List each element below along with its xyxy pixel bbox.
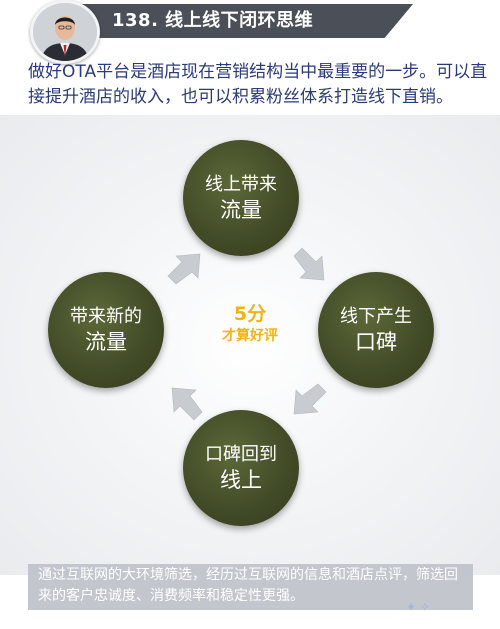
node-line2: 流量 — [220, 197, 262, 222]
node-line1: 口碑回到 — [205, 443, 277, 465]
center-score: 5分 — [233, 303, 267, 325]
cycle-node-online-traffic: 线上带来 流量 — [183, 140, 299, 256]
node-line2: 流量 — [85, 329, 127, 354]
arrow-up-right-icon — [167, 253, 201, 285]
node-line2: 线上 — [220, 467, 262, 492]
center-label: 5分 才算好评 — [200, 302, 300, 346]
cycle-node-reputation-online: 口碑回到 线上 — [183, 410, 299, 526]
cycle-node-new-traffic: 带来新的 流量 — [48, 272, 164, 388]
node-line1: 带来新的 — [70, 305, 142, 327]
page-title: 138. 线上线下闭环思维 — [112, 10, 314, 31]
intro-text: 做好OTA平台是酒店现在营销结构当中最重要的一步。可以直接提升酒店的收入，也可以… — [28, 62, 488, 107]
node-line1: 线上带来 — [205, 173, 277, 195]
footer-text: 通过互联网的大环境筛选，经历过互联网的信息和酒店点评，筛选回来的客户忠诚度、消费… — [38, 567, 458, 604]
center-caption: 才算好评 — [222, 328, 278, 344]
arrow-down-left-icon — [293, 383, 327, 415]
footer-box — [28, 564, 473, 610]
cycle-node-offline-reputation: 线下产生 口碑 — [318, 272, 434, 388]
header-bar — [58, 4, 413, 38]
avatar — [30, 0, 100, 64]
arrow-up-left-icon — [171, 387, 203, 421]
sparkle-icon: ✦ ✧ — [406, 600, 430, 614]
node-line2: 口碑 — [355, 329, 397, 354]
node-line1: 线下产生 — [340, 305, 412, 327]
arrow-down-right-icon — [293, 247, 325, 281]
person-photo-icon — [33, 3, 97, 61]
